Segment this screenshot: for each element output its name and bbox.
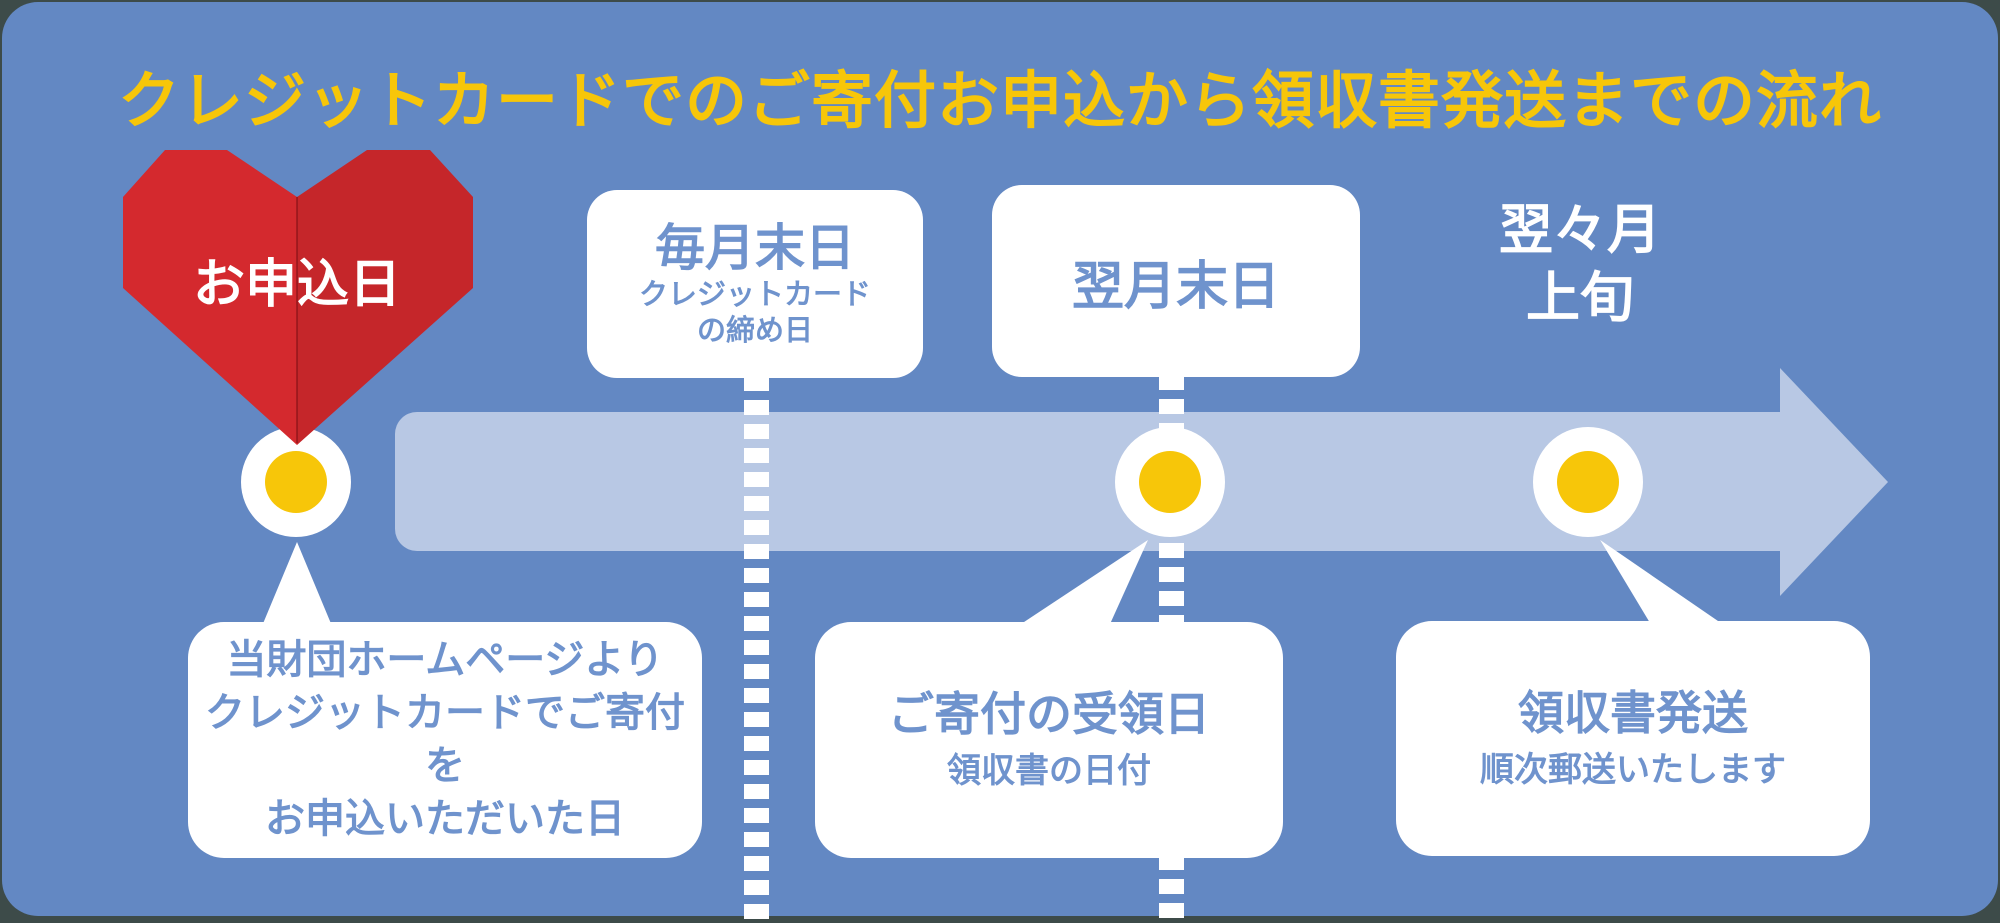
receipt-date-title: ご寄付の受領日: [888, 688, 1210, 740]
application-line2: クレジットカードでご寄付を: [205, 691, 685, 788]
next-month-end-title: 翌月末日: [1071, 257, 1280, 316]
top-label-box-monthly-end: 毎月末日 クレジットカード の締め日: [587, 190, 923, 378]
milestone-dot-receipt-sending-center: [1557, 451, 1619, 513]
next-next-month-line1: 翌々月: [1499, 200, 1661, 260]
page-title: クレジットカードでのご寄付お申込から領収書発送までの流れ: [117, 67, 1882, 136]
top-label-next-next-month: 翌々月 上旬: [1440, 196, 1720, 332]
top-label-box-next-month-end: 翌月末日: [992, 185, 1360, 377]
receipt-sending-title: 領収書発送: [1518, 686, 1748, 739]
next-next-month-line2: 上旬: [1526, 268, 1634, 328]
callout-application-date: 当財団ホームページより クレジットカードでご寄付を お申込いただいた日: [188, 622, 702, 858]
receipt-sending-subtitle: 順次郵送いたします: [1480, 750, 1786, 789]
timeline-arrowhead-icon: [1780, 368, 1888, 596]
application-line3: お申込いただいた日: [265, 797, 625, 841]
origami-heart-icon: [123, 150, 473, 445]
milestone-dot-receipt-date-center: [1139, 451, 1201, 513]
callout-receipt-date: ご寄付の受領日 領収書の日付: [815, 622, 1283, 858]
dashed-connector-month-end: [744, 376, 769, 921]
monthly-end-title: 毎月末日: [655, 220, 855, 276]
application-line1: 当財団ホームページより: [226, 638, 664, 682]
monthly-end-subtitle-line2: の締め日: [696, 315, 813, 347]
callout-receipt-sending: 領収書発送 順次郵送いたします: [1396, 621, 1870, 856]
monthly-end-subtitle-line1: クレジットカード: [638, 279, 871, 311]
receipt-date-subtitle: 領収書の日付: [947, 752, 1151, 790]
heart-label: お申込日: [192, 256, 401, 314]
milestone-dot-application-center: [265, 451, 327, 513]
